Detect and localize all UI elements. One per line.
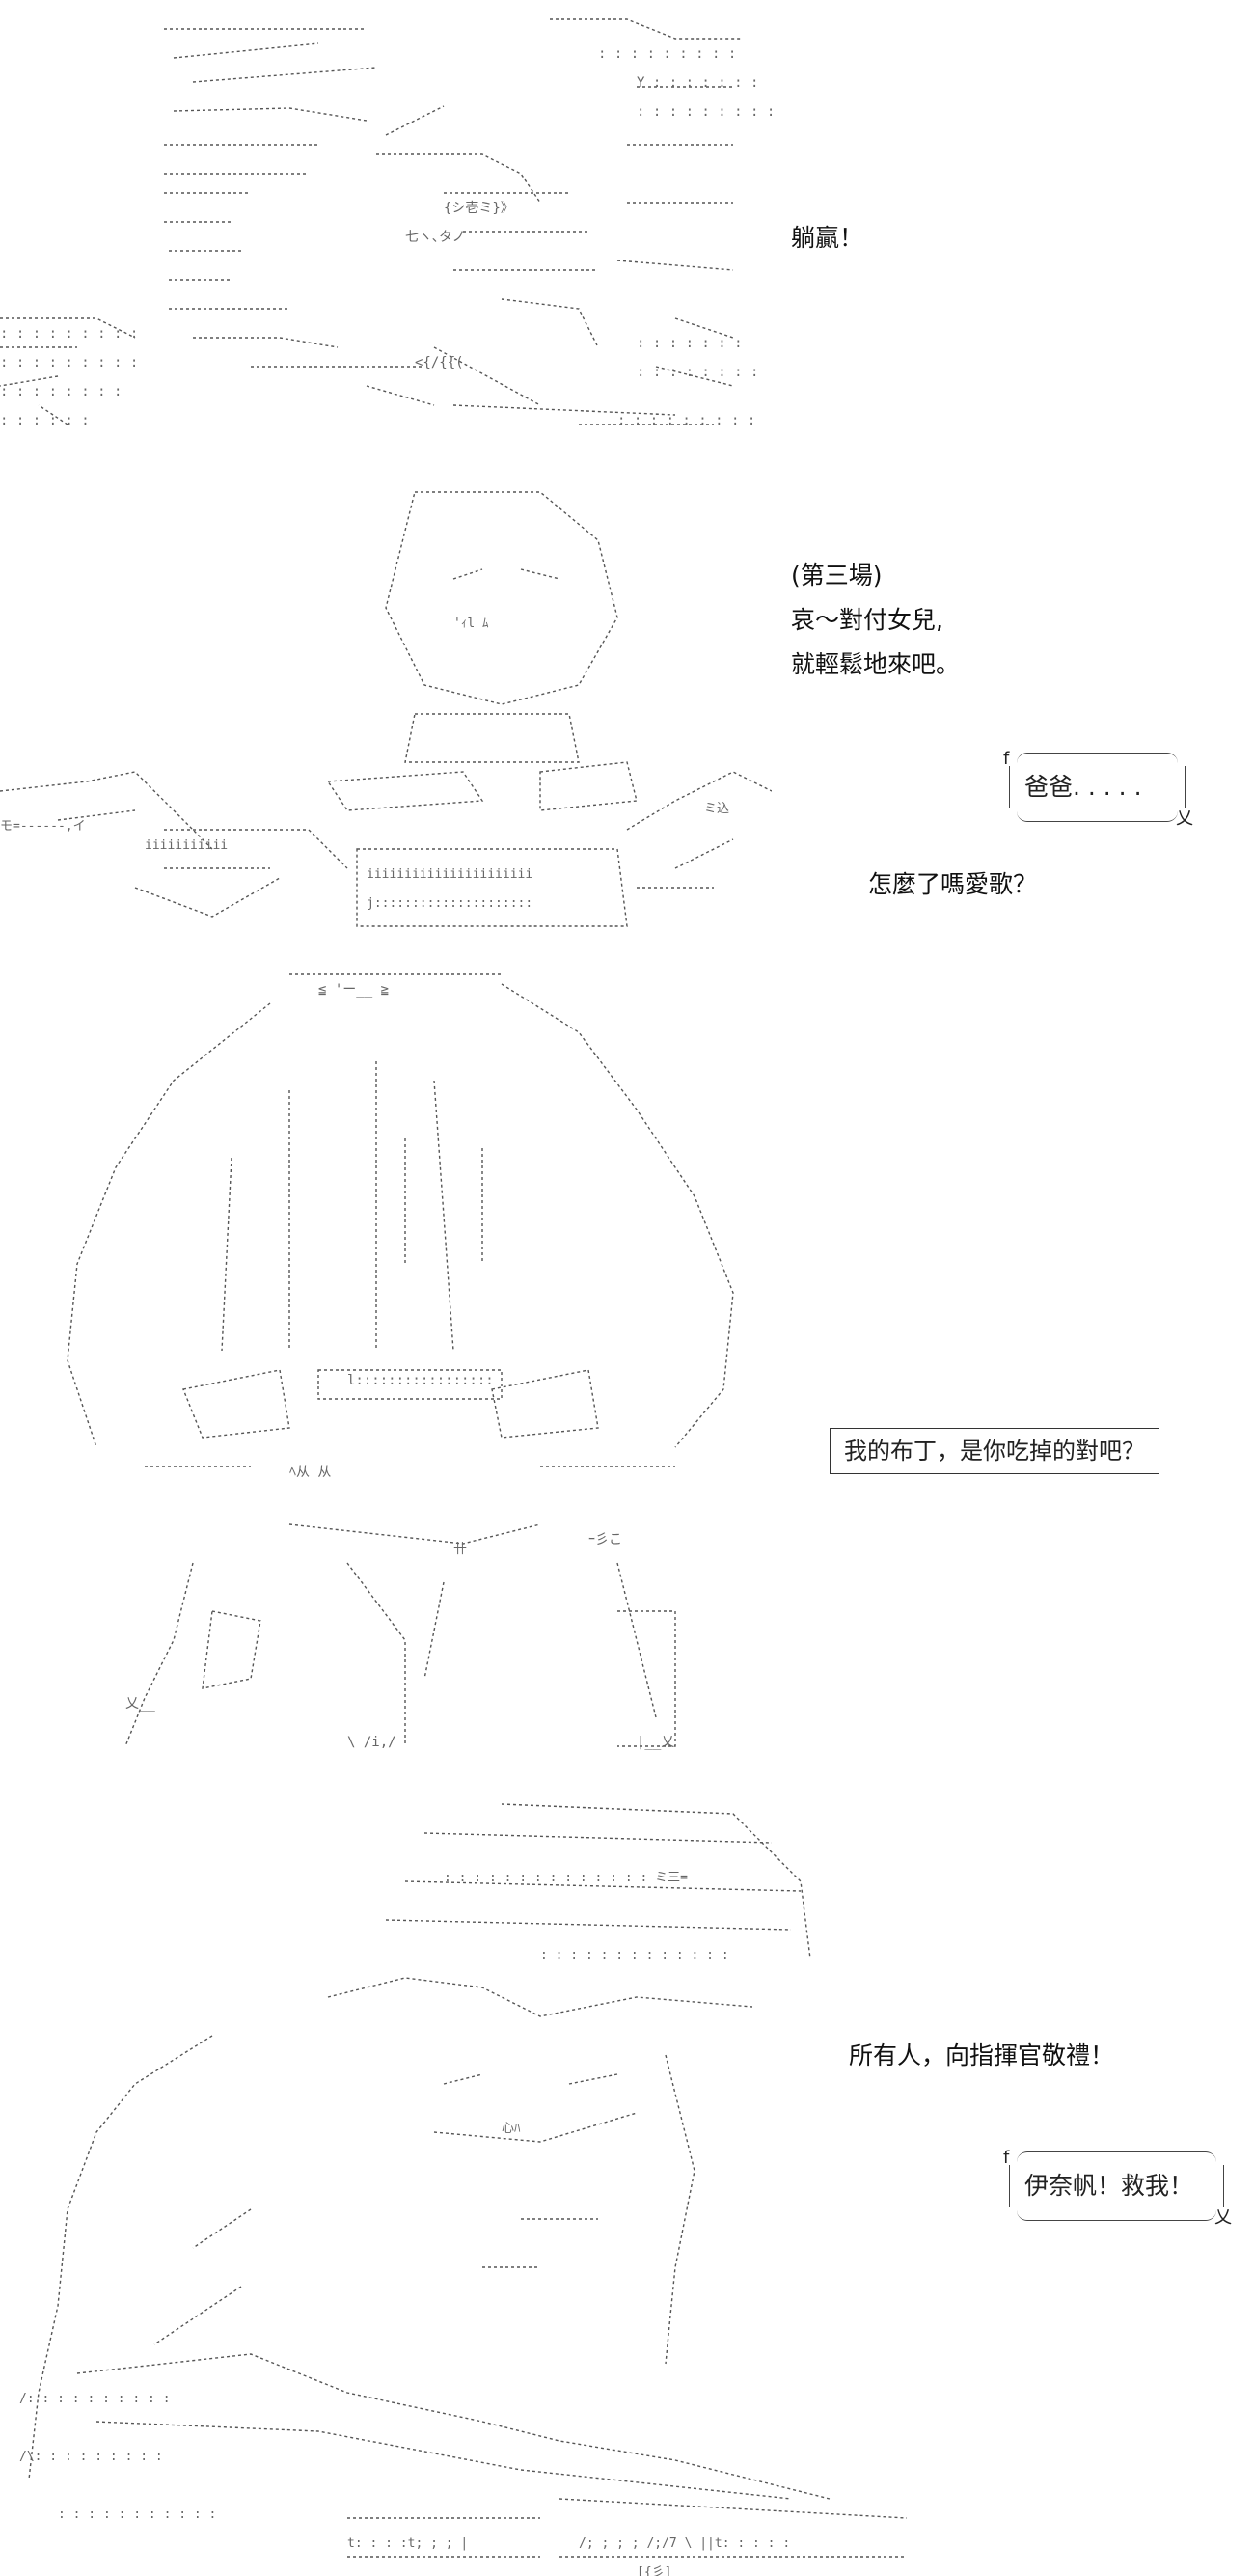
ascii-art-3-drawing: ≦ 'ー__ ≧ l::::::::::::::::: ﾍ从 从 卄 ｰ彡こ |… bbox=[67, 973, 734, 1750]
dialogue-text: 爸爸. . . . . bbox=[1024, 773, 1142, 801]
dialogue-box-3: 我的布丁，是你吃掉的對吧？ bbox=[830, 1428, 1159, 1474]
scroll-box-right bbox=[1185, 766, 1186, 808]
svg-text:ﾍ从 从: ﾍ从 从 bbox=[289, 1465, 331, 1480]
svg-text:{シ壱ミ}》: {シ壱ミ}》 bbox=[444, 200, 514, 216]
caption-2-2: 哀～對付女兒, bbox=[791, 606, 943, 634]
ascii-art-1: : : : : : : : : : Y : : : : : : : : : : … bbox=[0, 0, 772, 463]
scroll-corner-x-icon: 乂 bbox=[1214, 2207, 1232, 2228]
caption-1-1: 躺贏！ bbox=[791, 224, 864, 252]
svg-text:: : : : : : : : : : : : :: : : : : : : : : : : : : : bbox=[540, 1948, 729, 1962]
scroll-box-right bbox=[1223, 2165, 1224, 2207]
svg-text:ｰ彡こ: ｰ彡こ bbox=[588, 1532, 622, 1548]
ascii-art-2-drawing: iiiiiiiiiii iiiiiiiiiiiiiiiiiiiiii j::::… bbox=[0, 491, 772, 927]
svg-text:: : : : : : : : :: : : : : : : : : : bbox=[0, 326, 138, 342]
ascii-art-2: iiiiiiiiiii iiiiiiiiiiiiiiiiiiiiii j::::… bbox=[0, 463, 772, 945]
svg-text:/: : : : : : : : : :: /: : : : : : : : : : bbox=[19, 2392, 171, 2406]
svg-text:/\: : : : : : : : :: /\: : : : : : : : : bbox=[19, 2450, 163, 2464]
scroll-box-bottom bbox=[1017, 2210, 1216, 2221]
svg-text:: : : : : : : :: : : : : : : : : bbox=[637, 365, 758, 380]
dialogue-box-4: f 伊奈帆！救我！ 乂 bbox=[1003, 2148, 1232, 2228]
svg-text:: : : : : : : : :: : : : : : : : : : bbox=[637, 104, 772, 120]
panel-4: : : : : : : : : : : : : : : ミ三= : : : : … bbox=[0, 1766, 1254, 2576]
svg-text:'ｨl ﾑ: 'ｨl ﾑ bbox=[453, 617, 489, 631]
ascii-art-3: ≦ 'ー__ ≧ l::::::::::::::::: ﾍ从 从 卄 ｰ彡こ |… bbox=[0, 945, 791, 1766]
svg-text:iiiiiiiiiiiiiiiiiiiiii: iiiiiiiiiiiiiiiiiiiiii bbox=[367, 867, 532, 882]
svg-text:/; ; ; ; /;/7 \ ||t: : : : :: /; ; ; ; /;/7 \ ||t: : : : : bbox=[579, 2536, 790, 2551]
dialogue-text: 伊奈帆！救我！ bbox=[1024, 2172, 1194, 2200]
caption-4-1: 所有人，向指揮官敬禮！ bbox=[849, 2042, 1115, 2069]
svg-text:: : : : : :: : : : : : : bbox=[0, 413, 90, 428]
panel-1: : : : : : : : : : Y : : : : : : : : : : … bbox=[0, 0, 1254, 463]
svg-text:Y : : : : : : :: Y : : : : : : : bbox=[637, 75, 758, 91]
scroll-box-left bbox=[1009, 766, 1010, 808]
svg-text:卄: 卄 bbox=[453, 1542, 467, 1557]
svg-text:iiiiiiiiiii: iiiiiiiiiii bbox=[145, 838, 228, 853]
svg-text:心ﾊ: 心ﾊ bbox=[502, 2122, 521, 2136]
svg-text:: : : : : : : : :: : : : : : : : : : bbox=[0, 355, 138, 370]
scroll-box-top bbox=[1017, 753, 1178, 763]
svg-text:: : : : : : : :: : : : : : : : : bbox=[0, 384, 122, 399]
svg-text:|__乂: |__乂 bbox=[637, 1735, 674, 1750]
caption-2-4: 怎麼了嗎愛歌？ bbox=[868, 870, 1038, 898]
scroll-box-bottom bbox=[1017, 811, 1178, 822]
svg-text:: : : : : : :: : : : : : : : bbox=[637, 336, 743, 351]
svg-text:t: : : :t; ; ; |: t: : : :t; ; ; | bbox=[347, 2536, 468, 2551]
ascii-art-1-drawing: : : : : : : : : : Y : : : : : : : : : : … bbox=[0, 18, 772, 428]
svg-text:<{/{{(_: <{/{{(_ bbox=[415, 355, 473, 370]
svg-text:七ヽ､タノ: 七ヽ､タノ bbox=[405, 230, 466, 245]
svg-text:乂__: 乂__ bbox=[125, 1696, 155, 1712]
svg-text:j:::::::::::::::::::::: j::::::::::::::::::::: bbox=[367, 896, 532, 911]
svg-text:モ=------,イ: モ=------,イ bbox=[0, 819, 86, 834]
panel-3: ≦ 'ー__ ≧ l::::::::::::::::: ﾍ从 从 卄 ｰ彡こ |… bbox=[0, 945, 1254, 1766]
svg-text:: : : : : : : : : : : : : : ミ三: : : : : : : : : : : : : : : ミ三= bbox=[444, 1871, 688, 1885]
svg-text:: : : : : : : : : : :: : : : : : : : : : : : bbox=[58, 2507, 216, 2522]
svg-text:l:::::::::::::::::: l::::::::::::::::: bbox=[347, 1373, 494, 1388]
svg-text:≦ 'ー__ ≧: ≦ 'ー__ ≧ bbox=[318, 982, 389, 998]
caption-2-3: 就輕鬆地來吧。 bbox=[791, 650, 961, 678]
ascii-art-4-drawing: : : : : : : : : : : : : : : ミ三= : : : : … bbox=[19, 1803, 908, 2576]
scroll-corner-f-icon: f bbox=[1003, 749, 1010, 769]
panel-2: iiiiiiiiiii iiiiiiiiiiiiiiiiiiiiii j::::… bbox=[0, 463, 1254, 945]
caption-2-1: (第三場) bbox=[791, 562, 883, 589]
scroll-corner-x-icon: 乂 bbox=[1176, 808, 1193, 829]
svg-text:: : : : : : : : :: : : : : : : : : : bbox=[617, 413, 755, 428]
scroll-corner-f-icon: f bbox=[1003, 2148, 1010, 2168]
scroll-box-top bbox=[1017, 2151, 1216, 2162]
svg-text:[{彡]: [{彡] bbox=[637, 2565, 671, 2576]
scroll-box-left bbox=[1009, 2165, 1010, 2207]
dialogue-box-2: f 爸爸. . . . . 乂 bbox=[1003, 749, 1193, 829]
svg-text:\ /i,/: \ /i,/ bbox=[347, 1735, 396, 1750]
svg-text:: : : : : : : : :: : : : : : : : : : bbox=[598, 46, 736, 62]
svg-text:ミ込: ミ込 bbox=[704, 802, 729, 816]
ascii-art-4: : : : : : : : : : : : : : : ミ三= : : : : … bbox=[0, 1766, 926, 2576]
